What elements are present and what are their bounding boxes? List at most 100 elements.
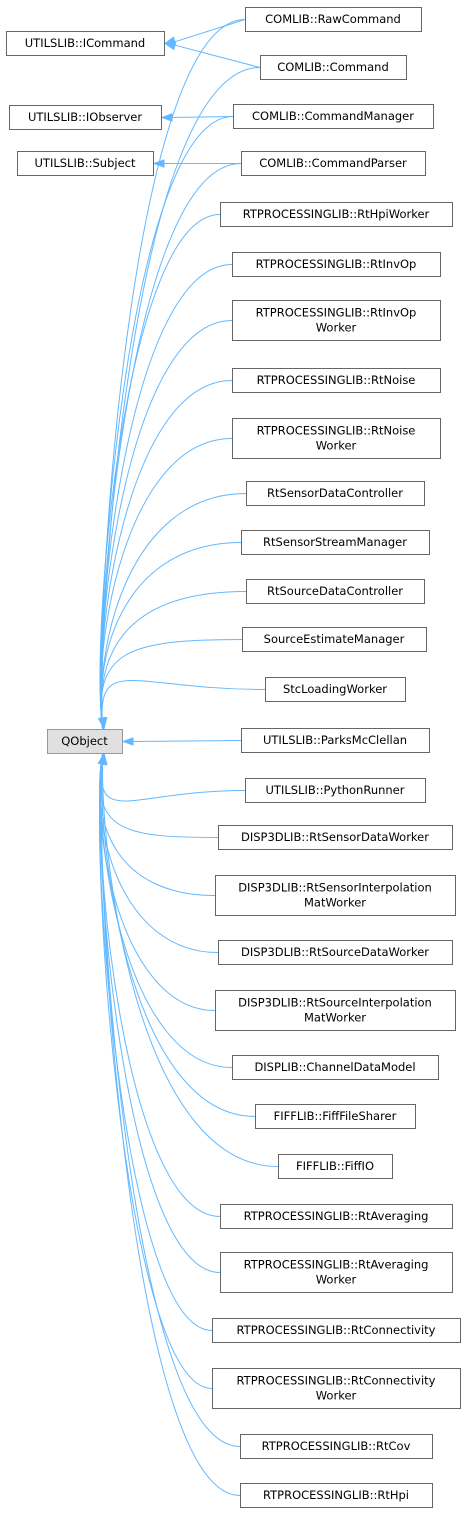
class-node-rtsensorinterpolationmatworker[interactable]: DISP3DLIB::RtSensorInterpolationMatWorke…: [215, 875, 456, 916]
class-node-command[interactable]: COMLIB::Command: [260, 55, 407, 80]
class-box: [246, 481, 425, 506]
class-node-qobject[interactable]: QObject: [47, 729, 123, 754]
class-label: RTPROCESSINGLIB::RtNoise: [257, 373, 416, 387]
edge-rtaveraging-to-qobject: [99, 751, 221, 1217]
class-box: [240, 1434, 433, 1459]
edges-layer: [97, 19, 279, 1496]
class-node-stcloadingworker[interactable]: StcLoadingWorker: [265, 677, 406, 702]
class-box: [265, 677, 406, 702]
nodes-layer: QObject UTILSLIB::ICommandUTILSLIB::IObse…: [6, 7, 461, 1508]
class-box: [241, 728, 430, 753]
class-label: RTPROCESSINGLIB::RtInvOp: [256, 257, 417, 271]
edge-rtsourcedatacontroller-to-qobject: [100, 591, 247, 732]
class-box: [232, 252, 441, 277]
class-label: RTPROCESSINGLIB::RtAveraging: [244, 1209, 429, 1223]
class-label: RTPROCESSINGLIB::RtHpi: [263, 1488, 409, 1502]
class-box: [233, 104, 434, 129]
class-node-fifffilesharer[interactable]: FIFFLIB::FiffFileSharer: [255, 1104, 416, 1129]
edge-rtconnectivity-to-qobject: [99, 751, 213, 1331]
class-box: [245, 778, 426, 803]
class-box: [9, 105, 162, 130]
class-node-subject[interactable]: UTILSLIB::Subject: [17, 151, 154, 176]
class-node-pythonrunner[interactable]: UTILSLIB::PythonRunner: [245, 778, 426, 803]
class-label: DISP3DLIB::RtSensorInterpolation: [238, 881, 432, 895]
class-label: MatWorker: [304, 1011, 366, 1025]
edge-command-to-icommand: [173, 44, 261, 68]
class-node-rawcommand[interactable]: COMLIB::RawCommand: [245, 7, 422, 32]
class-node-channeldatamodel[interactable]: DISPLIB::ChannelDataModel: [232, 1055, 439, 1080]
class-node-rtsourcedatacontroller[interactable]: RtSourceDataController: [246, 579, 425, 604]
class-node-commandmanager[interactable]: COMLIB::CommandManager: [233, 104, 434, 129]
edge-rtsensordataworker-to-qobject: [99, 751, 219, 838]
class-label: StcLoadingWorker: [283, 682, 387, 696]
class-box: [218, 940, 453, 965]
class-label: UTILSLIB::PythonRunner: [266, 783, 405, 797]
edge-commandparser-to-qobject: [100, 163, 242, 732]
class-box: [260, 55, 407, 80]
class-box: [17, 151, 154, 176]
class-label: DISP3DLIB::RtSensorDataWorker: [241, 830, 429, 844]
class-node-rtinvop[interactable]: RTPROCESSINGLIB::RtInvOp: [232, 252, 441, 277]
class-node-sourceestimatemanager[interactable]: SourceEstimateManager: [242, 627, 427, 652]
class-node-icommand[interactable]: UTILSLIB::ICommand: [6, 31, 165, 56]
class-node-rthpi[interactable]: RTPROCESSINGLIB::RtHpi: [240, 1483, 433, 1508]
class-label: RTPROCESSINGLIB::RtAveraging: [244, 1258, 429, 1272]
class-node-rtsensordataworker[interactable]: DISP3DLIB::RtSensorDataWorker: [218, 825, 453, 850]
class-box: [212, 1368, 461, 1409]
edge-rtinvopworker-to-qobject: [100, 320, 233, 732]
class-box: [240, 1483, 433, 1508]
class-label: SourceEstimateManager: [264, 632, 405, 646]
edge-commandmanager-to-qobject: [100, 116, 234, 732]
class-box: [255, 1104, 416, 1129]
class-label: Worker: [316, 1389, 357, 1403]
class-node-rtconnectivity[interactable]: RTPROCESSINGLIB::RtConnectivity: [212, 1318, 461, 1343]
class-label: UTILSLIB::ParksMcClellan: [263, 733, 407, 747]
edge-stcloadingworker-arrow: [98, 717, 108, 730]
class-box: [212, 1318, 461, 1343]
class-box: [218, 825, 453, 850]
edge-rthpi-arrow: [98, 752, 107, 765]
class-label: UTILSLIB::IObserver: [28, 110, 142, 124]
edge-command-icommand-arrow: [163, 41, 177, 51]
class-node-commandparser[interactable]: COMLIB::CommandParser: [241, 151, 426, 176]
class-label: Worker: [316, 1273, 357, 1287]
class-box: [215, 875, 456, 916]
class-node-rthpiworker[interactable]: RTPROCESSINGLIB::RtHpiWorker: [220, 202, 453, 227]
edge-channeldatamodel-to-qobject: [100, 751, 233, 1068]
class-label: RTPROCESSINGLIB::RtHpiWorker: [243, 207, 430, 221]
class-label: RtSourceDataController: [267, 584, 403, 598]
class-label: UTILSLIB::ICommand: [25, 36, 145, 50]
class-node-iobserver[interactable]: UTILSLIB::IObserver: [9, 105, 162, 130]
class-node-parksmcclellan[interactable]: UTILSLIB::ParksMcClellan: [241, 728, 430, 753]
class-box: [220, 202, 453, 227]
class-label: RtSensorStreamManager: [263, 535, 407, 549]
class-node-rtnoise[interactable]: RTPROCESSINGLIB::RtNoise: [232, 368, 441, 393]
class-label: COMLIB::CommandParser: [259, 156, 407, 170]
edge-command-to-qobject: [101, 67, 261, 732]
class-node-rtsourceinterpolationmatworker[interactable]: DISP3DLIB::RtSourceInterpolationMatWorke…: [215, 990, 456, 1031]
edge-rtconnectivityworker-to-qobject: [99, 751, 213, 1389]
class-box: [232, 418, 441, 459]
class-box: [246, 579, 425, 604]
class-label: COMLIB::RawCommand: [265, 12, 401, 26]
edge-rawcommand-to-icommand: [173, 19, 246, 43]
edge-pythonrunner-to-qobject: [100, 751, 246, 802]
class-node-rtsensordatacontroller[interactable]: RtSensorDataController: [246, 481, 425, 506]
class-node-fiffio[interactable]: FIFFLIB::FiffIO: [278, 1154, 393, 1179]
class-label: DISP3DLIB::RtSourceDataWorker: [241, 945, 429, 959]
class-label: FIFFLIB::FiffIO: [296, 1159, 374, 1173]
edge-commandmanager-iobserver-arrow: [160, 113, 173, 122]
class-node-rtaveraging[interactable]: RTPROCESSINGLIB::RtAveraging: [220, 1204, 453, 1229]
class-label: QObject: [61, 734, 108, 748]
class-node-rtsensorstreammanager[interactable]: RtSensorStreamManager: [241, 530, 430, 555]
class-node-rtcov[interactable]: RTPROCESSINGLIB::RtCov: [240, 1434, 433, 1459]
class-box: [241, 530, 430, 555]
edge-commandmanager-to-iobserver: [170, 116, 234, 118]
class-box: [47, 729, 123, 754]
class-node-rtsourcedataworker[interactable]: DISP3DLIB::RtSourceDataWorker: [218, 940, 453, 965]
class-box: [278, 1154, 393, 1179]
